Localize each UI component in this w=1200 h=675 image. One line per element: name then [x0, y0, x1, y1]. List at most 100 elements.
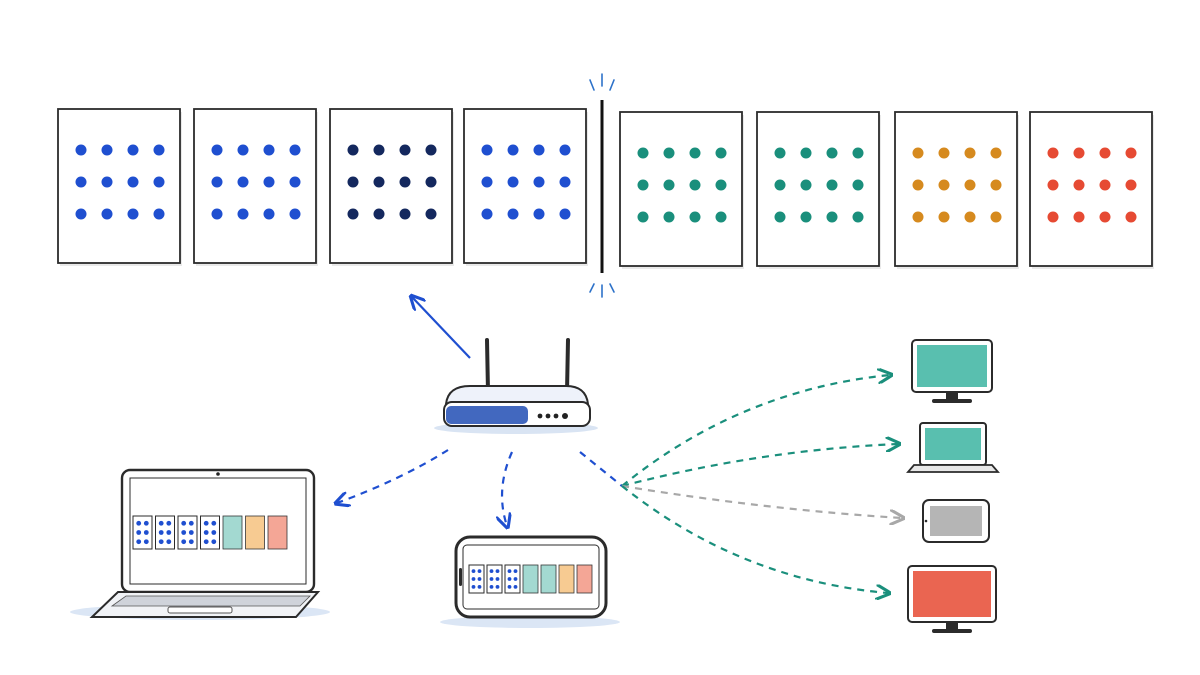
card-dot — [289, 208, 301, 220]
card-dot — [663, 147, 675, 159]
card-dot — [1047, 147, 1059, 159]
screen-card — [504, 564, 521, 594]
card-dot — [399, 176, 411, 188]
card-dot — [533, 144, 545, 156]
arrow-to-monitor-1 — [621, 375, 890, 487]
card-dot — [153, 176, 165, 188]
screen-card — [267, 515, 288, 550]
arrow-to-laptop-small — [621, 444, 898, 488]
card-dot — [237, 208, 249, 220]
card-dot — [507, 208, 519, 220]
card-dot — [399, 144, 411, 156]
card-dot — [774, 147, 786, 159]
card-dot — [663, 211, 675, 223]
dot-card — [57, 108, 182, 266]
card-dot — [373, 176, 385, 188]
dot-card — [463, 108, 588, 266]
card-dot — [964, 211, 976, 223]
laptop-icon — [70, 468, 330, 620]
screen-card — [486, 564, 503, 594]
card-dot — [263, 176, 275, 188]
dot-card — [894, 111, 1019, 269]
screen-card — [540, 564, 557, 594]
dot-card — [619, 111, 744, 269]
card-dot — [347, 144, 359, 156]
card-dot — [1125, 147, 1137, 159]
dot-card — [329, 108, 454, 266]
card-dot — [1073, 147, 1085, 159]
card-dot — [774, 211, 786, 223]
card-dot — [800, 147, 812, 159]
card-dot — [507, 176, 519, 188]
card-dot — [689, 179, 701, 191]
card-dot — [689, 211, 701, 223]
card-dot — [715, 211, 727, 223]
card-dot — [75, 144, 87, 156]
card-dot — [826, 147, 838, 159]
card-dot — [153, 144, 165, 156]
desktop-monitor-icon — [907, 565, 997, 633]
screen-card — [522, 564, 539, 594]
screen-card — [468, 564, 485, 594]
top-card-row — [57, 108, 1154, 269]
screen-card — [200, 515, 220, 550]
card-dot — [663, 179, 675, 191]
upload-arrow — [412, 297, 471, 359]
card-dot — [852, 147, 864, 159]
arrow-to-phone — [502, 451, 514, 526]
card-dot — [347, 208, 359, 220]
card-dot — [774, 179, 786, 191]
laptop-icon — [906, 422, 1000, 473]
card-dot — [425, 208, 437, 220]
card-dot — [938, 147, 950, 159]
card-dot — [559, 144, 571, 156]
divider-marker — [589, 73, 615, 298]
card-dot — [399, 208, 411, 220]
card-dot — [289, 144, 301, 156]
card-dot — [153, 208, 165, 220]
card-dot — [826, 211, 838, 223]
arrow-to-laptop — [337, 449, 449, 503]
card-dot — [533, 208, 545, 220]
card-dot — [75, 176, 87, 188]
card-dot — [1047, 211, 1059, 223]
card-dot — [715, 147, 727, 159]
card-dot — [237, 144, 249, 156]
card-dot — [101, 176, 113, 188]
card-dot — [127, 144, 139, 156]
card-dot — [373, 144, 385, 156]
card-dot — [559, 208, 571, 220]
card-dot — [263, 144, 275, 156]
card-dot — [1099, 211, 1111, 223]
card-dot — [237, 176, 249, 188]
dot-card — [1029, 111, 1154, 269]
card-dot — [211, 144, 223, 156]
tablet-icon — [922, 499, 990, 543]
screen-card — [576, 564, 593, 594]
arrow-to-tablet — [621, 484, 902, 518]
card-dot — [990, 211, 1002, 223]
card-dot — [263, 208, 275, 220]
card-dot — [127, 176, 139, 188]
screen-card — [177, 515, 198, 550]
card-dot — [912, 211, 924, 223]
card-dot — [800, 211, 812, 223]
card-dot — [800, 179, 812, 191]
card-dot — [1125, 211, 1137, 223]
desktop-monitor-icon — [911, 339, 993, 403]
card-dot — [75, 208, 87, 220]
dot-card — [193, 108, 318, 266]
card-dot — [826, 179, 838, 191]
screen-card — [245, 515, 265, 550]
screen-card — [558, 564, 575, 594]
dot-card — [756, 111, 881, 269]
arrow-to-monitor-2 — [621, 485, 888, 593]
screen-card — [132, 515, 153, 550]
card-dot — [1099, 179, 1111, 191]
phone-screen-cards — [468, 564, 593, 594]
card-dot — [101, 208, 113, 220]
card-dot — [689, 147, 701, 159]
card-dot — [127, 208, 139, 220]
card-dot — [1099, 147, 1111, 159]
